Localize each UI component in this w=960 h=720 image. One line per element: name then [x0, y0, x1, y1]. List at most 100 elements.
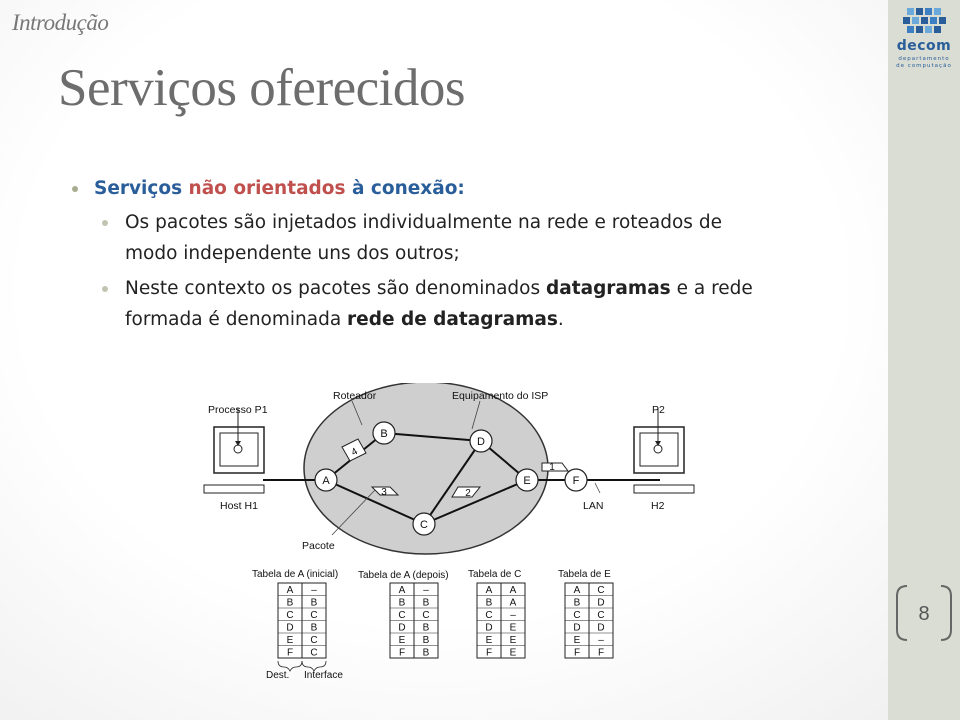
section-label: Introdução — [12, 10, 109, 35]
router-b-node — [372, 421, 396, 445]
label-p2: P2 — [652, 404, 665, 416]
label-dest: Dest. — [266, 670, 289, 681]
packet-label-3: 3 — [381, 487, 387, 498]
bullet-sub-1: Os pacotes são injetados individualmente… — [72, 207, 872, 269]
routing-table-interface-cell: B — [311, 598, 318, 609]
interface-brace — [301, 660, 327, 672]
routing-table-interface-cell: E — [510, 635, 517, 646]
packet-4-icon — [341, 438, 367, 462]
node-label-c: C — [420, 519, 428, 531]
routing-table-dest-cell: E — [574, 635, 581, 646]
router-f-node — [564, 468, 588, 492]
page-number: 8 — [918, 603, 930, 625]
routing-table-dest-cell: B — [287, 598, 294, 609]
label-processo-p1: Processo P1 — [208, 404, 268, 416]
bullet-sub-2-bold1: datagramas — [546, 278, 671, 299]
routing-table-dest-cell: A — [287, 585, 294, 596]
node-label-e: E — [523, 475, 530, 487]
routing-table-dest-cell: F — [486, 648, 492, 659]
packet-1-icon — [541, 462, 569, 472]
routing-table-interface-cell: C — [310, 610, 317, 621]
node-label-a: A — [322, 475, 330, 487]
routing-table-interface-cell: C — [597, 585, 604, 596]
routing-table-dest-cell: B — [399, 598, 406, 609]
table-a-after-title: Tabela de A (depois) — [358, 570, 449, 581]
logo-subtitle-1: departamento — [898, 56, 950, 62]
host-h2-computer-icon — [633, 408, 695, 494]
routing-table-dest-cell: E — [399, 635, 406, 646]
label-pacote: Pacote — [302, 540, 335, 552]
routing-table-interface-cell: C — [422, 610, 429, 621]
routing-table-dest-cell: F — [399, 648, 405, 659]
routing-table-dest-cell: E — [287, 635, 294, 646]
bullet-sub-2-part3: formada é denominada — [125, 309, 348, 330]
packet-3-icon — [370, 486, 400, 496]
bullet-sub-2-bold2: rede de datagramas — [347, 309, 558, 330]
routing-table-dest-cell: D — [398, 623, 405, 634]
decom-logo-icon — [903, 8, 946, 33]
routing-table-dest-cell: D — [286, 623, 293, 634]
label-isp-equipment: Equipamento do ISP — [452, 390, 548, 402]
routing-table-dest-cell: C — [573, 610, 580, 621]
router-c-node — [412, 512, 436, 536]
label-h2: H2 — [651, 500, 665, 512]
routing-table-interface-cell: – — [598, 635, 604, 646]
label-interface: Interface — [304, 670, 343, 681]
routing-table-dest-cell: A — [399, 585, 406, 596]
page-title: Serviços oferecidos — [58, 59, 466, 117]
routing-table-interface-cell: B — [423, 648, 430, 659]
routing-table-interface-cell: – — [423, 585, 429, 596]
routing-table-dest-cell: B — [574, 598, 581, 609]
packet-2-icon — [451, 486, 482, 498]
routing-table-dest-cell: E — [486, 635, 493, 646]
routing-table-interface-cell: C — [310, 648, 317, 659]
logo-name: decom — [896, 38, 952, 54]
bullet-sub-1-line1: Os pacotes são injetados individualmente… — [125, 212, 722, 233]
router-a-node — [314, 468, 338, 492]
routing-table-dest-cell: C — [286, 610, 293, 621]
routing-table-interface-cell: A — [510, 598, 517, 609]
page-number-frame — [896, 585, 952, 641]
routing-table-dest-cell: A — [486, 585, 493, 596]
node-label-f: F — [573, 475, 580, 487]
bullet-list: Serviços não orientados à conexão: Os pa… — [72, 178, 872, 335]
routing-table-interface-cell: B — [423, 635, 430, 646]
routing-table-interface-cell: B — [423, 623, 430, 634]
routing-table-dest-cell: D — [485, 623, 492, 634]
packet-label-4: 4 — [350, 446, 360, 459]
routing-table-interface-cell: D — [597, 623, 604, 634]
routing-table-interface-cell: B — [311, 623, 318, 634]
bullet-sub-2-part2: e a rede — [670, 278, 753, 299]
routing-table-dest-cell: B — [486, 598, 493, 609]
bullet-sub-2-part4: . — [557, 309, 564, 330]
routing-table-interface-cell: E — [510, 623, 517, 634]
dest-brace — [277, 660, 303, 672]
table-c-title: Tabela de C — [468, 569, 521, 580]
node-label-d: D — [477, 436, 485, 448]
logo-subtitle-2: de computação — [896, 63, 952, 69]
router-d-node — [469, 429, 493, 453]
table-e-title: Tabela de E — [558, 569, 611, 580]
label-roteador: Roteador — [333, 390, 377, 402]
bullet-main-highlight: não orientados — [188, 178, 346, 199]
bullet-main-prefix: Serviços — [94, 178, 189, 199]
routing-table-interface-cell: F — [598, 648, 604, 659]
packet-label-2: 2 — [465, 488, 471, 499]
routing-table-interface-cell: C — [597, 610, 604, 621]
routing-table-dest-cell: F — [574, 648, 580, 659]
datagram-network-diagram: A B C D E F 4 3 2 1 Roteador Equipamento… — [203, 383, 695, 681]
routing-table-dest-cell: A — [574, 585, 581, 596]
table-a-initial-title: Tabela de A (inicial) — [252, 569, 338, 580]
label-host-h1: Host H1 — [220, 500, 258, 512]
bullet-sub-2-part1: Neste contexto os pacotes são denominado… — [125, 278, 547, 299]
bullet-sub-2: Neste contexto os pacotes são denominado… — [72, 273, 872, 335]
routing-table-interface-cell: – — [311, 585, 317, 596]
routing-table-interface-cell: B — [423, 598, 430, 609]
routing-table-dest-cell: F — [287, 648, 293, 659]
routing-table-dest-cell: C — [398, 610, 405, 621]
routing-table-interface-cell: C — [310, 635, 317, 646]
node-label-b: B — [380, 428, 387, 440]
packet-label-1: 1 — [549, 462, 555, 473]
bullet-main: Serviços não orientados à conexão: — [72, 178, 872, 199]
